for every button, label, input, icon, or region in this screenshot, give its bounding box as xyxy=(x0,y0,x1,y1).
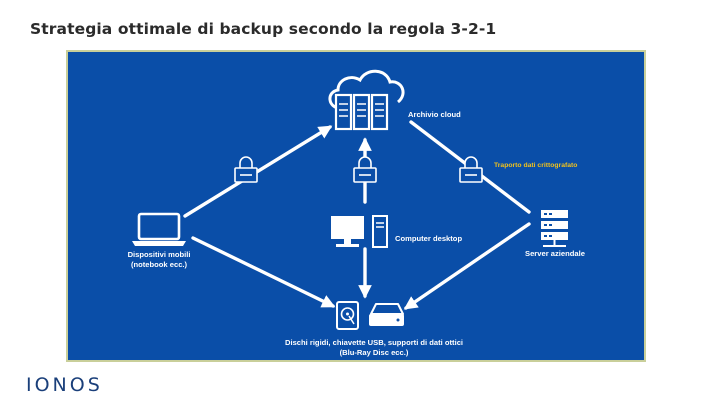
mobile-label-line1: Dispositivi mobili xyxy=(127,250,191,259)
arrow-mobile-to-storage xyxy=(191,236,336,308)
server-rack-icon xyxy=(541,210,568,247)
external-drive-icon xyxy=(369,303,404,326)
mobile-label-line2: (notebook ecc.) xyxy=(130,259,188,269)
server-label: Server aziendale xyxy=(525,249,585,258)
cloud-server-icon xyxy=(328,69,405,131)
padlock-icon-center xyxy=(353,156,377,183)
storage-label-line2: (Blu-Ray Disc ecc.) xyxy=(339,347,409,357)
cloud-label: Archivio cloud xyxy=(408,110,461,119)
ionos-logo: IONOS xyxy=(26,374,103,396)
padlock-icon-left xyxy=(234,156,258,183)
backup-diagram-panel: Archivio cloud Traporto dati crittografa… xyxy=(66,50,646,362)
storage-label: Dischi rigidi, chiavette USB, supporti d… xyxy=(285,338,463,357)
padlock-icon-right xyxy=(459,156,483,183)
padlocks xyxy=(234,156,483,183)
hard-drive-icon xyxy=(336,301,359,330)
mobile-label: Dispositivi mobili (notebook ecc.) xyxy=(128,250,191,269)
encryption-label: Traporto dati crittografato xyxy=(494,162,578,169)
arrow-server-to-storage xyxy=(403,222,531,310)
desktop-label: Computer desktop xyxy=(395,234,463,243)
diagram-graphics xyxy=(132,69,568,330)
desktop-computer-icon xyxy=(331,215,388,248)
storage-label-line1: Dischi rigidi, chiavette USB, supporti d… xyxy=(284,338,464,347)
laptop-icon xyxy=(132,212,186,246)
page-title: Strategia ottimale di backup secondo la … xyxy=(30,20,497,38)
